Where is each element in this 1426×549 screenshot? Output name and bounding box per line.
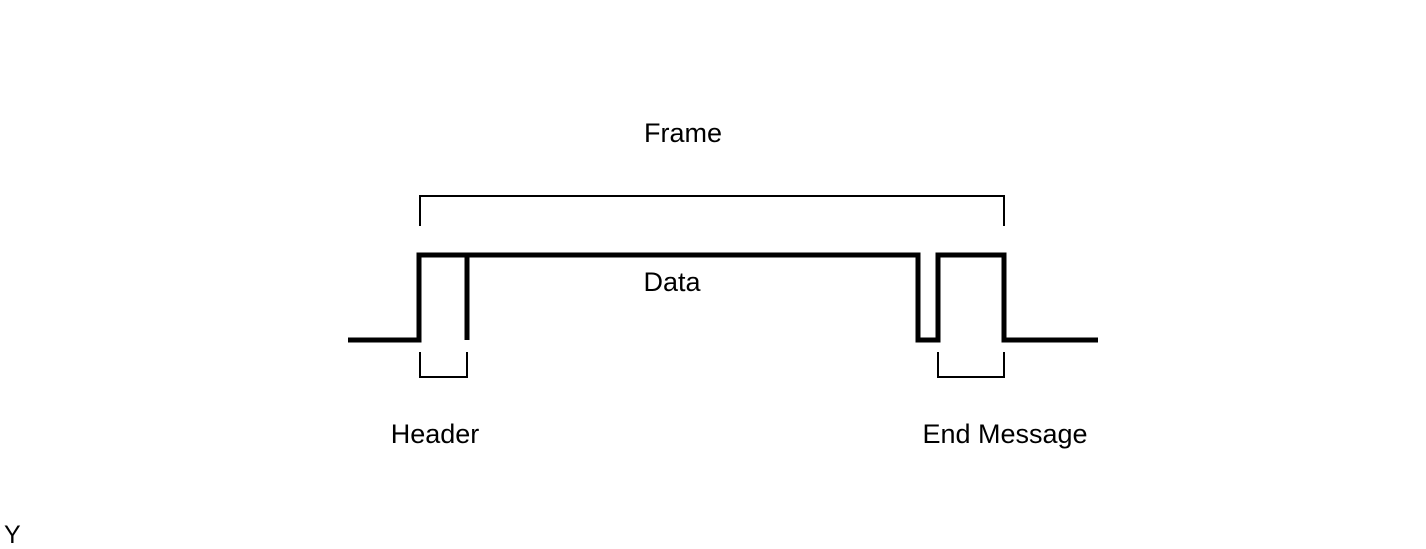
frame-span-bracket xyxy=(419,195,1005,226)
corner-mark-y: Y xyxy=(4,521,21,549)
signal-waveform xyxy=(348,252,1098,343)
end-message-label: End Message xyxy=(922,419,1087,449)
end-message-dimension-bracket xyxy=(937,352,1005,378)
header-label: Header xyxy=(391,419,480,449)
data-label: Data xyxy=(643,267,701,297)
header-dimension-bracket xyxy=(419,352,468,378)
frame-label: Frame xyxy=(644,118,722,148)
